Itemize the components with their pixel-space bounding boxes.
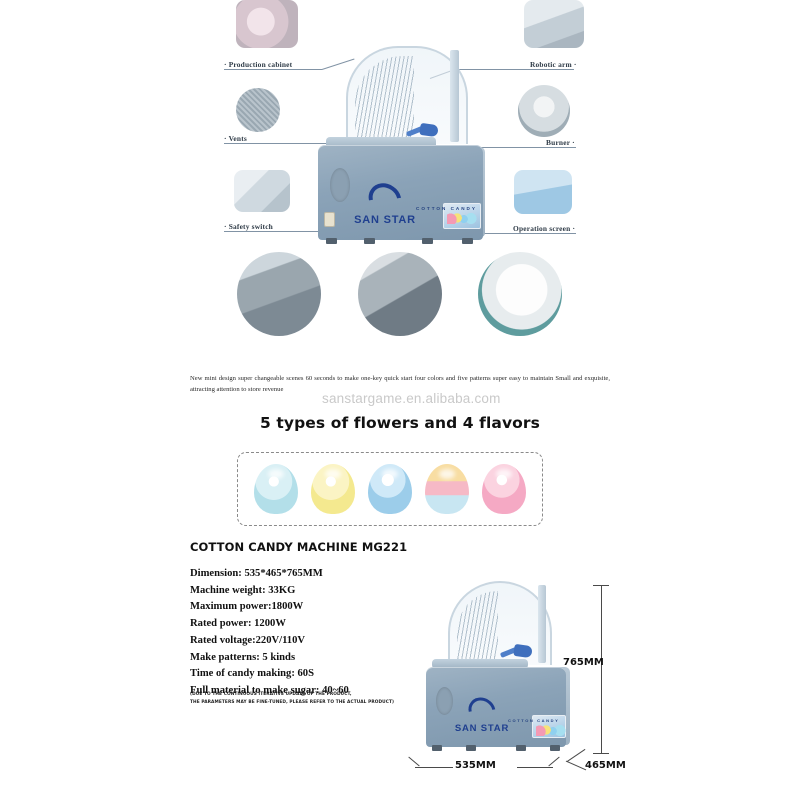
machine-vent xyxy=(330,168,350,202)
dimension-width-label: 535MM xyxy=(455,760,496,771)
machine-logo: SAN STAR xyxy=(346,176,424,226)
callout-label-production-cabinet: · Production cabinet xyxy=(224,60,293,69)
dim-machine-foot xyxy=(466,745,476,751)
thumbnail-robotic-arm xyxy=(524,0,584,48)
machine-operation-screen xyxy=(443,203,481,229)
spec-item-time: Time of candy making: 60S xyxy=(190,668,315,680)
spec-item-voltage: Rated voltage:220V/110V xyxy=(190,634,306,646)
dimension-height-tick-top xyxy=(593,585,609,586)
spec-list: Dimension: 535*465*765MM Machine weight:… xyxy=(190,566,420,700)
photo-exhibition-crowd-2 xyxy=(358,252,442,336)
dim-machine-lid xyxy=(432,659,528,669)
photo-exhibition-crowd-1 xyxy=(237,252,321,336)
dimension-width-line-left xyxy=(415,767,453,768)
dim-machine-vent xyxy=(436,687,453,715)
dimension-height-line xyxy=(601,585,602,753)
leader-line-production-cabinet xyxy=(224,69,322,70)
candy-swatch-cyan xyxy=(254,464,299,514)
machine-foot xyxy=(422,238,433,244)
dim-machine-foot xyxy=(432,745,442,751)
photo-cotton-candy-closeup xyxy=(478,252,562,336)
thumbnail-safety-switch xyxy=(234,170,290,212)
flavors-heading: 5 types of flowers and 4 flavors xyxy=(259,414,541,432)
product-description: New mini design super changeable scenes … xyxy=(190,375,610,393)
leader-line-robotic-arm xyxy=(452,69,574,70)
leader-line-burner xyxy=(440,147,576,148)
dim-machine-post xyxy=(538,585,546,663)
spec-item-max-power: Maximum power:1800W xyxy=(190,601,304,613)
cotton-candy-machine-illustration: SAN STAR COTTON CANDY xyxy=(310,40,500,250)
candy-swatch-blue xyxy=(367,464,412,514)
dim-machine-robotic-arm xyxy=(499,643,534,661)
dimension-depth-arrow-lower xyxy=(565,760,587,771)
leader-line-operation-screen xyxy=(452,233,576,234)
spec-item-weight: Machine weight: 33KG xyxy=(190,584,296,596)
dim-machine-sub-brand-text: COTTON CANDY xyxy=(508,718,560,723)
disclaimer-line-1: (DUE TO THE CONTINUOUS ITERATIVE UPDATE … xyxy=(190,692,352,697)
spec-item-rated-power: Rated power: 1200W xyxy=(190,618,286,630)
machine-sub-brand-text: COTTON CANDY xyxy=(416,206,477,211)
dim-machine-foot xyxy=(550,745,560,751)
spec-item-dimension: Dimension: 535*465*765MM xyxy=(190,568,323,579)
leader-line-vents xyxy=(224,143,340,144)
dim-machine-logo: SAN STAR xyxy=(448,691,516,734)
dimension-width-arrow-right xyxy=(548,756,560,767)
dimension-depth-label: 465MM xyxy=(585,760,626,771)
machine-brand-text: SAN STAR xyxy=(354,214,416,226)
flavor-swatch-panel xyxy=(237,452,543,526)
candy-swatch-mixed xyxy=(424,464,469,514)
disclaimer-line-2: THE PARAMETERS MAY BE FINE-TUNED, PLEASE… xyxy=(190,699,395,705)
callout-label-operation-screen: Operation screen · xyxy=(513,224,576,233)
thumbnail-production-cabinet xyxy=(236,0,298,48)
dimension-machine-illustration: SAN STAR COTTON CANDY xyxy=(420,575,580,755)
dimension-drawing: SAN STAR COTTON CANDY 765MM 535MM 465MM xyxy=(405,575,800,790)
candy-swatch-yellow xyxy=(311,464,356,514)
spec-title: COTTON CANDY MACHINE MG221 xyxy=(190,540,408,554)
product-callout-diagram: · Production cabinet · Vents · Safety sw… xyxy=(0,0,800,345)
machine-foot xyxy=(326,238,337,244)
machine-foot xyxy=(364,238,375,244)
dim-machine-brand-text: SAN STAR xyxy=(454,722,510,734)
leader-line-safety-switch xyxy=(224,231,326,232)
spec-item-sugar: Full material to make sugar: 40~60 xyxy=(190,685,349,697)
dim-machine-foot xyxy=(516,745,526,751)
site-watermark: sanstargame.en.alibaba.com xyxy=(322,391,501,406)
dim-machine-hood xyxy=(448,581,552,665)
callout-label-burner: Burner · xyxy=(546,138,575,147)
callout-label-safety-switch: · Safety switch xyxy=(224,222,273,231)
spec-item-patterns: Make patterns: 5 kinds xyxy=(190,651,296,663)
candy-swatch-pink xyxy=(481,464,526,514)
thumbnail-vents xyxy=(236,88,280,132)
spec-disclaimer: (DUE TO THE CONTINUOUS ITERATIVE UPDATE … xyxy=(190,691,430,707)
machine-post xyxy=(450,50,459,142)
machine-hood xyxy=(346,46,468,144)
dimension-height-tick-bottom xyxy=(593,753,609,754)
machine-foot xyxy=(462,238,473,244)
dimension-height-label: 765MM xyxy=(563,657,604,668)
machine-safety-switch xyxy=(324,212,335,227)
thumbnail-operation-screen xyxy=(514,170,572,214)
dimension-width-line-right xyxy=(517,767,553,768)
callout-label-vents: · Vents xyxy=(224,134,247,143)
dimension-width-arrow-left xyxy=(408,756,420,767)
callout-label-robotic-arm: Robotic arm · xyxy=(530,60,577,69)
thumbnail-burner xyxy=(518,85,570,137)
dim-machine-operation-screen xyxy=(532,715,566,738)
